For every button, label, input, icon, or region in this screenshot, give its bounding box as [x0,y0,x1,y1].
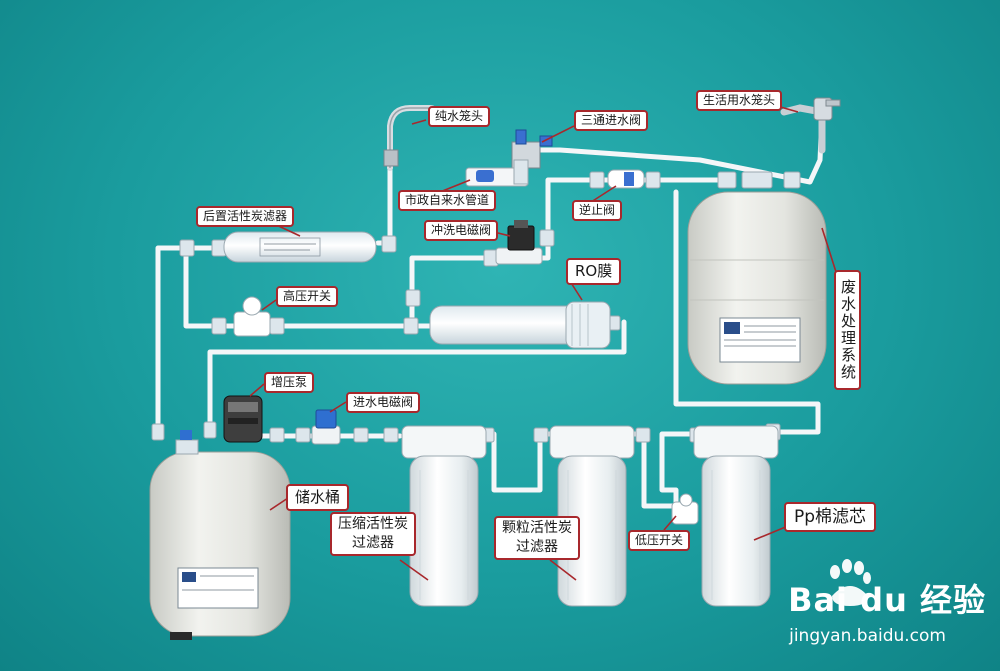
waste-water-tank [687,191,827,385]
leader-waste-system [821,227,837,273]
label-city-pipe: 市政自来水管道 [398,190,497,211]
label-low-pressure-switch: 低压开关 [628,530,691,551]
booster-pump [223,395,263,443]
check-valve [607,169,645,189]
flush-solenoid-valve [495,220,543,265]
pipe-to-pure-faucet [375,162,393,246]
leader-storage-tank [269,497,289,511]
leader-pp-filter [753,525,789,541]
pipe-ubend-2 [629,431,695,509]
label-pure-faucet: 纯水笼头 [428,106,491,127]
domestic-faucet [780,97,841,154]
label-flush-solenoid: 冲洗电磁阀 [424,220,499,241]
label-compressed-carbon-filter: 压缩活性炭过滤器 [330,512,416,556]
leader-three-way-valve [541,125,575,143]
leader-low-pressure [663,515,677,531]
label-inlet-solenoid: 进水电磁阀 [346,392,421,413]
leader-high-pressure [261,299,277,311]
leader-granular-carbon [549,559,577,581]
inlet-solenoid-valve [311,409,341,445]
pipe-flush-loop [409,177,643,325]
pipe-booster-line [207,319,627,435]
low-pressure-switch [671,493,699,525]
label-check-valve: 逆止阀 [572,200,623,221]
filter-housing-pp [693,425,779,607]
leader-pure-faucet [411,119,427,125]
city-water-pipe [465,159,529,187]
watermark-brand: Bai du 经验 [788,581,986,619]
fittings [151,171,801,443]
filter-housing-granular-carbon [549,425,635,607]
leader-inlet-solenoid [329,401,347,413]
pipe-post-carbon-loop [183,247,433,329]
high-pressure-switch [233,296,271,337]
label-pp-filter: Pp棉滤芯 [784,502,877,532]
baidu-paw-icon [830,559,871,606]
post-carbon-filter [223,231,377,263]
label-domestic-faucet: 生活用水笼头 [696,90,783,111]
label-storage-tank: 储水桶 [286,484,350,511]
label-three-way-valve: 三通进水阀 [574,110,649,131]
leader-compressed-carbon [399,559,429,581]
leader-lines [249,103,837,581]
label-granular-carbon-filter: 颗粒活性炭过滤器 [494,516,580,560]
label-high-pressure-switch: 高压开关 [276,286,339,307]
storage-tank [149,430,291,640]
label-ro-membrane: RO膜 [566,258,622,285]
ro-membrane [429,301,611,349]
leader-booster-pump [249,383,265,397]
label-post-carbon-filter: 后置活性炭滤器 [196,206,295,227]
label-waste-system: 废水处理系统 [834,270,861,390]
pipe-waste-down [673,189,821,435]
filter-housing-compressed-carbon [401,425,487,607]
label-booster-pump: 增压泵 [264,372,315,393]
watermark-url: jingyan.baidu.com [789,626,946,646]
